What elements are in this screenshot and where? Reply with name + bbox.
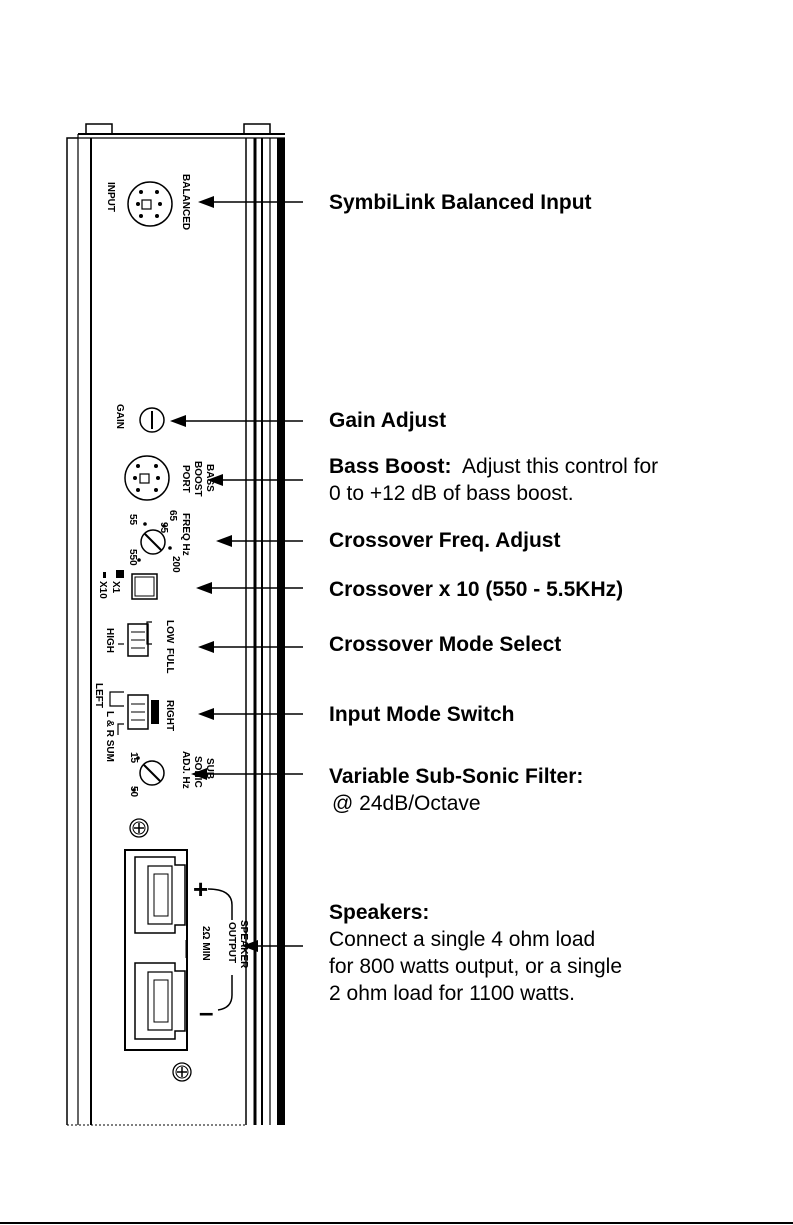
label-minus: – xyxy=(199,997,213,1027)
label-high: HIGH xyxy=(104,628,115,653)
label-sub: SUB xyxy=(204,758,215,779)
crossover-freq-knob xyxy=(137,522,172,562)
callout-balanced-input: SymbiLink Balanced Input xyxy=(329,189,592,216)
callout-speakers: Speakers: Connect a single 4 ohm load fo… xyxy=(329,899,622,1007)
label-left: LEFT xyxy=(93,683,104,708)
screw-top-icon xyxy=(129,818,149,838)
callout-speakers-text1: Connect a single 4 ohm load xyxy=(329,928,596,951)
label-freq-hz: FREQ Hz xyxy=(180,513,191,556)
label-x10: X10 xyxy=(97,581,108,599)
callout-subsonic-text: @ 24dB/Octave xyxy=(332,792,481,815)
callout-input-mode: Input Mode Switch xyxy=(329,701,514,728)
callout-gain: Gain Adjust xyxy=(329,407,446,434)
label-adj-hz: ADJ. Hz xyxy=(180,751,191,789)
label-boost: BOOST xyxy=(192,461,203,497)
callout-subsonic-title: Variable Sub-Sonic Filter: xyxy=(329,765,584,788)
callout-speakers-text3: 2 ohm load for 1100 watts. xyxy=(329,982,575,1005)
label-x1: X1 xyxy=(110,581,121,594)
label-min: 2Ω MIN xyxy=(200,926,211,961)
crossover-x10-button xyxy=(103,570,158,600)
callout-speakers-title: Speakers: xyxy=(329,901,430,924)
label-bass: BASS xyxy=(204,464,215,492)
crossover-mode-switch xyxy=(118,621,152,657)
label-f95: 95 xyxy=(158,522,169,534)
input-mode-switch xyxy=(109,691,159,735)
label-right: RIGHT xyxy=(164,700,175,731)
label-balanced: BALANCED xyxy=(180,174,191,230)
label-f55: 55 xyxy=(127,514,138,526)
label-plus: + xyxy=(193,874,208,904)
callout-subsonic: Variable Sub-Sonic Filter: @ 24dB/Octave xyxy=(329,763,583,817)
callout-crossover-mode-text: Crossover Mode Select xyxy=(329,633,562,656)
label-s15: 15 xyxy=(128,752,139,764)
label-f550: 550 xyxy=(127,549,138,566)
screw-bottom-icon xyxy=(172,1062,192,1082)
speaker-terminal-block xyxy=(124,849,233,1051)
gain-knob xyxy=(139,407,165,433)
callout-bass-boost: Bass Boost: Adjust this control for 0 to… xyxy=(329,453,658,507)
label-s50: 50 xyxy=(128,786,139,798)
callout-bass-text2: 0 to +12 dB of bass boost. xyxy=(329,482,574,505)
callout-input-mode-text: Input Mode Switch xyxy=(329,703,515,726)
label-lr-sum: L & R SUM xyxy=(104,711,115,762)
callout-bass-title: Bass Boost: xyxy=(329,455,452,478)
label-speaker: SPEAKER xyxy=(238,920,249,969)
bottom-rule xyxy=(0,1222,793,1224)
callout-arrows xyxy=(170,196,303,952)
callout-gain-text: Gain Adjust xyxy=(329,409,447,432)
callout-crossover-x10: Crossover x 10 (550 - 5.5KHz) xyxy=(329,576,623,603)
label-input: INPUT xyxy=(105,182,116,212)
callout-crossover-freq-text: Crossover Freq. Adjust xyxy=(329,529,561,552)
balanced-input-connector xyxy=(127,181,173,227)
callout-speakers-text2: for 800 watts output, or a single xyxy=(329,955,623,978)
callout-crossover-mode: Crossover Mode Select xyxy=(329,631,561,658)
callout-crossover-x10-text: Crossover x 10 (550 - 5.5KHz) xyxy=(329,578,624,601)
bass-boost-port xyxy=(124,455,170,501)
callout-bass-text1: Adjust this control for xyxy=(462,455,659,478)
label-gain: GAIN xyxy=(114,404,125,429)
label-full: FULL xyxy=(164,648,175,674)
label-low: LOW xyxy=(164,620,175,644)
subsonic-knob xyxy=(132,756,165,792)
label-output: OUTPUT xyxy=(226,922,237,963)
label-f200: 200 xyxy=(170,556,181,573)
label-port: PORT xyxy=(180,465,191,493)
chassis xyxy=(66,123,285,1126)
label-f65: 65 xyxy=(167,510,178,522)
callout-balanced-input-text: SymbiLink Balanced Input xyxy=(329,191,592,214)
callout-crossover-freq: Crossover Freq. Adjust xyxy=(329,527,560,554)
